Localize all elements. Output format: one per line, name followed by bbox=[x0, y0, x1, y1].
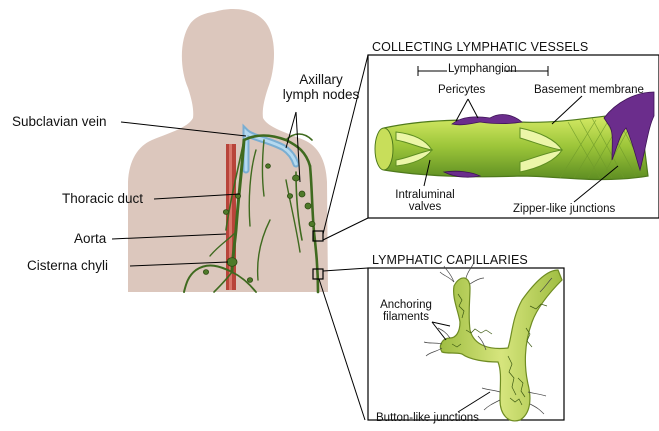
label-cisterna-chyli: Cisterna chyli bbox=[27, 258, 108, 273]
title-collecting-vessels: COLLECTING LYMPHATIC VESSELS bbox=[372, 40, 588, 54]
label-intraluminal-line2: valves bbox=[390, 201, 460, 213]
label-axillary-line1: Axillary bbox=[276, 72, 366, 87]
label-intraluminal-line1: Intraluminal bbox=[390, 189, 460, 201]
label-pericytes: Pericytes bbox=[438, 84, 485, 96]
label-aorta: Aorta bbox=[74, 231, 106, 246]
label-anchoring-filaments: Anchoring filaments bbox=[370, 299, 442, 323]
title-lymphatic-capillaries: LYMPHATIC CAPILLARIES bbox=[372, 253, 528, 267]
cisterna-chyli-node bbox=[227, 258, 237, 267]
label-subclavian-vein: Subclavian vein bbox=[12, 114, 107, 129]
label-intraluminal-valves: Intraluminal valves bbox=[390, 189, 460, 213]
label-button-junctions: Button-like junctions bbox=[376, 412, 479, 424]
label-zipper-junctions: Zipper-like junctions bbox=[513, 203, 615, 215]
label-basement-membrane: Basement membrane bbox=[534, 84, 644, 96]
label-anchoring-line2: filaments bbox=[370, 311, 442, 323]
label-anchoring-line1: Anchoring bbox=[370, 299, 442, 311]
label-axillary-line2: lymph nodes bbox=[276, 87, 366, 102]
vessel-open-end bbox=[375, 128, 393, 170]
label-axillary-lymph-nodes: Axillary lymph nodes bbox=[276, 72, 366, 102]
label-thoracic-duct: Thoracic duct bbox=[62, 191, 143, 206]
capillary-panel bbox=[368, 262, 564, 421]
label-lymphangion: Lymphangion bbox=[448, 63, 517, 75]
